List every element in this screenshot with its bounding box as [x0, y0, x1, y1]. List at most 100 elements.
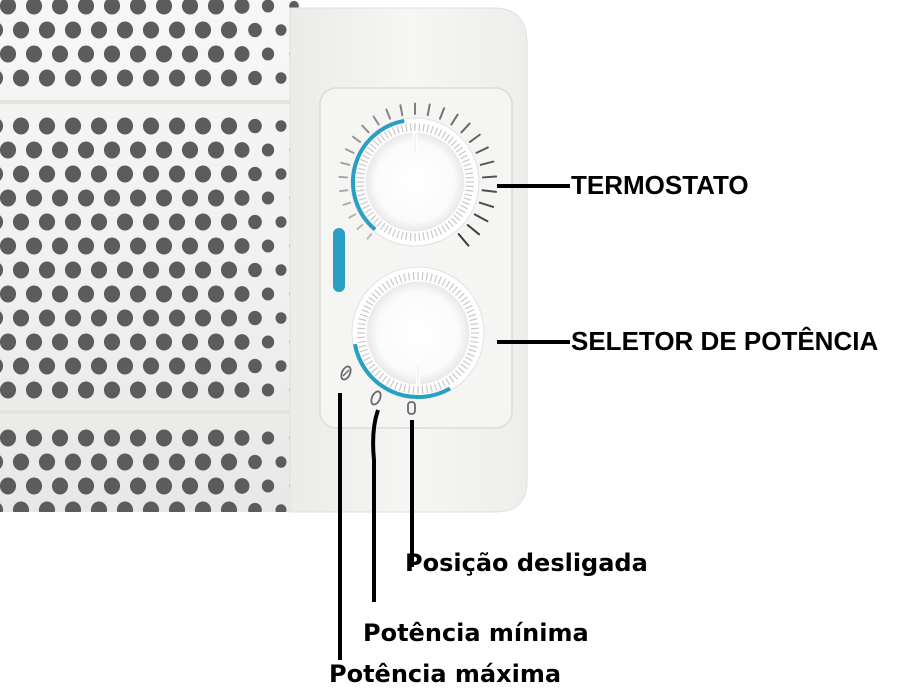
thermostat-scale-tick	[340, 161, 351, 166]
knob-grip-rib	[376, 136, 383, 144]
max-power-label: Potência máxima	[329, 660, 562, 688]
grille-hole	[155, 477, 173, 495]
grille-hole	[77, 381, 95, 399]
grille-hole	[234, 190, 250, 206]
off-position-label: Posição desligada	[405, 549, 648, 577]
grille-hole	[116, 501, 134, 512]
grille-hole	[129, 189, 147, 207]
knob-grip-rib	[365, 300, 374, 306]
knob-grip-rib	[460, 154, 468, 160]
knob-grip-rib	[368, 296, 376, 303]
knob-grip-rib	[460, 296, 468, 303]
grille-hole	[0, 503, 4, 512]
grille-hole	[220, 21, 238, 39]
grille-hole	[0, 455, 4, 469]
grille-hole	[116, 357, 134, 375]
knob-grip-rib	[425, 385, 429, 394]
knob-grip-rib	[433, 274, 438, 283]
grille-hole	[207, 333, 225, 351]
knob-grip-rib	[433, 228, 439, 237]
knob-grip-rib	[358, 163, 367, 167]
knob-grip-rib	[377, 372, 385, 380]
grille-hole	[25, 429, 43, 447]
grille-hole	[168, 309, 186, 327]
knob-grip-rib	[455, 146, 464, 153]
grille-hole	[0, 333, 17, 351]
thermostat-scale-tick	[356, 224, 364, 231]
grille-hole	[248, 262, 262, 278]
knob-grip-rib	[361, 352, 370, 357]
grille-hole	[38, 165, 56, 183]
thermostat-knob[interactable]	[350, 117, 480, 247]
grille-hole	[261, 47, 275, 61]
grille-hole	[51, 333, 69, 351]
knob-grip-rib	[381, 283, 388, 291]
knob-grip-rib	[468, 313, 477, 318]
grille-hole	[194, 453, 212, 471]
thermostat-scale-ticks	[338, 102, 498, 247]
thermostat-scale-tick	[366, 233, 373, 240]
knob-grip-rib	[387, 129, 393, 137]
knob-grip-rib	[458, 150, 466, 156]
grille-hole	[25, 333, 43, 351]
grille-hole	[0, 71, 4, 85]
grille-hole	[77, 477, 95, 495]
power-selector-knob[interactable]	[351, 266, 485, 400]
grille-hole	[142, 21, 160, 39]
grille-hole	[194, 21, 212, 39]
grille-hole	[129, 429, 147, 447]
grille-hole	[51, 45, 69, 63]
knob-grip-rib	[365, 360, 374, 366]
grille-hole	[275, 72, 287, 84]
grille-hole	[0, 237, 17, 255]
knob-grip-rib	[358, 318, 367, 322]
knob-grip-rib	[426, 124, 430, 133]
grille-hole	[103, 381, 121, 399]
knob-grip-rib	[455, 211, 464, 218]
grille-hole	[0, 215, 4, 229]
grille-hole	[261, 335, 275, 349]
knob-grip-rib	[464, 193, 473, 197]
grille-hole	[116, 453, 134, 471]
grille-hole	[116, 117, 134, 135]
knob-grip-rib	[396, 125, 400, 134]
grille-hole	[77, 141, 95, 159]
grille-hole	[0, 285, 17, 303]
knob-grip-rib	[421, 385, 424, 394]
grille-hole	[207, 477, 225, 495]
grille-hole	[116, 21, 134, 39]
grille-hole	[116, 309, 134, 327]
grille-hole	[12, 21, 30, 39]
grille-hole	[220, 213, 238, 231]
knob-grip-rib	[455, 289, 462, 296]
knob-grip-rib	[458, 208, 466, 214]
grille-hole	[51, 477, 69, 495]
thermostat-scale-tick	[385, 108, 392, 120]
grille-hole	[234, 46, 250, 62]
knob-grip-rib	[359, 313, 368, 318]
grille-hole	[77, 333, 95, 351]
knob-grip-rib	[462, 300, 471, 306]
knob-grip-rib	[455, 370, 462, 377]
thermostat-scale-tick	[478, 201, 495, 208]
knob-grip-rib	[470, 340, 479, 344]
knob-grip-rib	[364, 150, 372, 156]
grille-hole	[181, 477, 199, 495]
knob-grip-rib	[450, 217, 458, 225]
knob-grip-rib	[407, 272, 411, 281]
grille-hole	[0, 23, 4, 37]
knob-grip-rib	[430, 125, 434, 134]
knob-grip-rib	[444, 133, 451, 142]
thermostat-scale-tick	[344, 148, 355, 154]
knob-grip-rib	[356, 176, 365, 179]
grille-hole	[194, 69, 212, 87]
knob-grip-rib	[425, 272, 429, 281]
grille-hole	[275, 360, 287, 372]
grille-hole	[129, 45, 147, 63]
heater-body	[0, 0, 300, 512]
grille-hole	[142, 357, 160, 375]
grille-hole	[0, 477, 17, 495]
thermostat-scale-tick	[460, 122, 471, 134]
grille-hole	[168, 21, 186, 39]
grille-hole	[38, 117, 56, 135]
